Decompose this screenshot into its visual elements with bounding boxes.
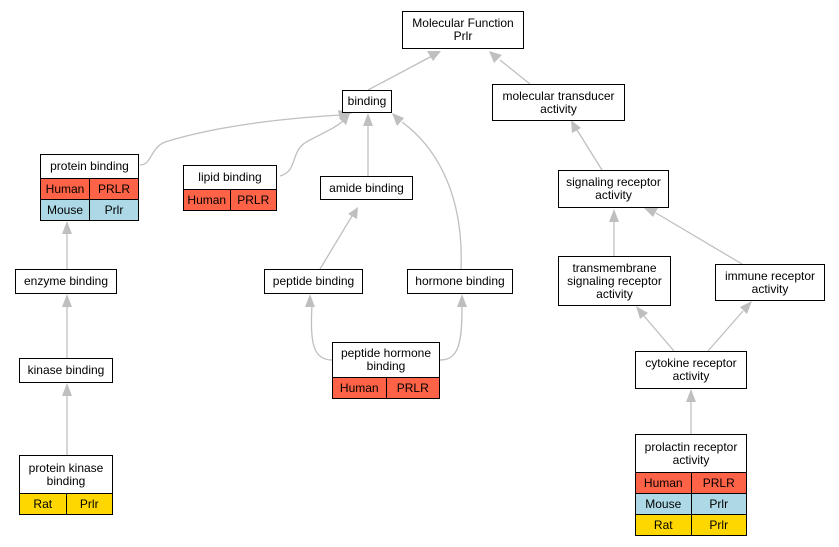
node-label-line: activity	[672, 369, 710, 383]
species-cell: Human	[339, 380, 379, 395]
node-label-line: activity	[596, 286, 633, 301]
species-row: Human PRLR	[41, 178, 138, 199]
gene-cell: Prlr	[690, 515, 747, 535]
species-cell: Human	[45, 181, 85, 196]
node-label: peptide binding	[272, 274, 355, 288]
node-label-line: molecular transducer	[502, 88, 615, 103]
arrowhead-kinase	[62, 383, 72, 396]
arrowhead-enzyme	[62, 294, 72, 307]
node-amide-binding[interactable]: amide binding	[320, 176, 413, 200]
node-label: amide binding	[329, 180, 404, 195]
arrowhead-protein-binding	[62, 221, 72, 234]
node-label-line: protein kinase	[28, 460, 104, 475]
arrowhead-hormone	[457, 294, 467, 307]
node-label: hormone binding	[415, 274, 505, 288]
species-cell: Human	[187, 192, 227, 207]
edge-hormone-to-binding	[401, 121, 462, 271]
species-row: Human PRLR	[333, 377, 439, 398]
arrowhead-binding-amide	[363, 113, 373, 126]
gene-cell: PRLR	[385, 378, 440, 398]
edge-cytokine-to-transmembrane	[643, 315, 675, 352]
edge-transducer-to-molecular-function	[499, 59, 531, 85]
arrowhead-transmembrane	[636, 306, 648, 319]
gene-cell: PRLR	[229, 190, 277, 210]
node-label-line: immune receptor	[724, 268, 816, 283]
edge-peptide-hormone-to-peptide	[310, 304, 333, 361]
arrowhead-signaling-right	[643, 207, 658, 217]
gene-cell: PRLR	[690, 473, 747, 493]
node-label-line: activity	[595, 188, 632, 202]
gene-cell: Prlr	[690, 494, 747, 514]
node-label-line: activity	[672, 452, 710, 467]
node-protein-binding[interactable]: protein binding Human PRLR Mouse Prlr	[40, 154, 139, 221]
node-label: enzyme binding	[23, 274, 109, 288]
species-row: Rat Prlr	[20, 493, 112, 514]
species-row: Human PRLR	[636, 472, 746, 493]
edge-cytokine-to-immune	[707, 310, 744, 352]
node-label: kinase binding	[27, 363, 105, 377]
node-label-line: peptide hormone	[340, 346, 432, 360]
edge-peptide-to-amide	[319, 215, 353, 270]
arrowhead-cytokine	[686, 389, 696, 402]
species-row: Mouse Prlr	[41, 199, 138, 220]
species-cell: Mouse	[46, 202, 84, 217]
arrowhead-binding-lipid	[339, 113, 350, 125]
species-row: Rat Prlr	[636, 514, 746, 535]
species-row: Mouse Prlr	[636, 493, 746, 514]
node-label-line: prolactin receptor	[644, 439, 738, 454]
species-row: Human PRLR	[184, 189, 276, 210]
species-cell: Rat	[653, 517, 673, 532]
node-label-line: signaling receptor	[567, 273, 662, 288]
arrowhead-binding-hormone	[392, 113, 404, 126]
arrowhead-signaling-left	[609, 209, 619, 222]
edge-signaling-to-transducer	[576, 129, 603, 171]
node-label-line: signaling receptor	[566, 175, 661, 189]
species-cell: Human	[643, 475, 683, 490]
node-peptide-binding[interactable]: peptide binding	[264, 269, 363, 294]
gene-cell: Prlr	[89, 200, 138, 220]
species-cell: Mouse	[645, 496, 682, 511]
node-binding[interactable]: binding	[342, 90, 392, 113]
node-label-line: activity	[540, 101, 577, 116]
node-label-line: Prlr	[453, 29, 473, 43]
node-enzyme-binding[interactable]: enzyme binding	[15, 269, 117, 294]
arrowhead-peptide	[305, 294, 315, 307]
arrowhead-transducer	[571, 120, 581, 133]
gene-cell: Prlr	[65, 494, 113, 514]
node-lipid-binding[interactable]: lipid binding Human PRLR	[183, 165, 277, 211]
edge-peptide-hormone-to-hormone	[439, 304, 463, 361]
node-label: lipid binding	[198, 170, 262, 184]
node-label-line: activity	[751, 281, 789, 296]
node-label-line: cytokine receptor	[645, 356, 737, 370]
node-label-line: binding	[366, 359, 406, 373]
node-label: binding	[347, 94, 387, 108]
arrowhead-immune	[740, 301, 752, 314]
node-kinase-binding[interactable]: kinase binding	[19, 358, 113, 383]
arrowhead-amide	[348, 207, 358, 219]
node-label: protein binding	[50, 159, 129, 173]
node-label-line: Molecular Function	[412, 16, 514, 30]
edge-binding-to-molecular-function	[367, 55, 433, 91]
gene-cell: PRLR	[89, 179, 138, 199]
edge-immune-to-signaling	[655, 212, 743, 265]
node-label-line: binding	[46, 473, 86, 488]
edge-lipid-binding-to-binding	[279, 120, 344, 177]
node-hormone-binding[interactable]: hormone binding	[407, 269, 513, 294]
species-cell: Rat	[33, 496, 53, 511]
arrowhead-molecular-function-right	[489, 51, 502, 63]
arrowhead-molecular-function-left	[427, 51, 441, 61]
node-label-line: transmembrane	[572, 260, 657, 275]
edge-protein-binding-to-binding	[139, 114, 341, 166]
